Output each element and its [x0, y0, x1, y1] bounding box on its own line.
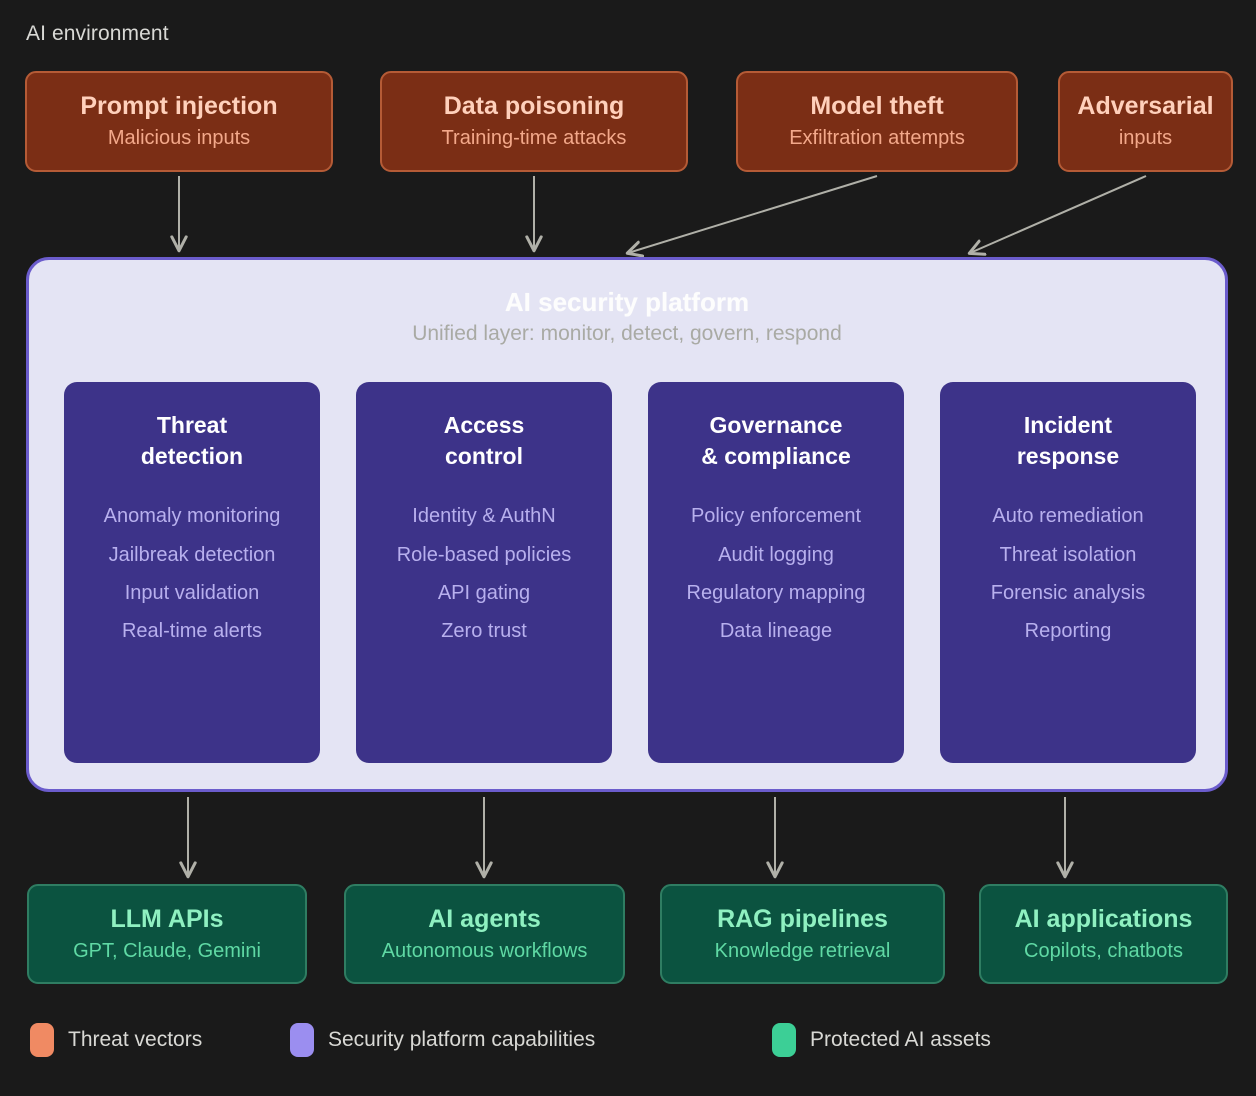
threat-subtitle: inputs: [1118, 127, 1173, 149]
environment-label: AI environment: [26, 22, 169, 45]
threat-subtitle: Malicious inputs: [107, 127, 251, 149]
asset-subtitle: Knowledge retrieval: [714, 939, 891, 962]
threat-title: Adversarial: [1077, 92, 1214, 120]
capability-item: Real-time alerts: [121, 620, 263, 643]
capability-item: Input validation: [124, 581, 260, 604]
capability-item: Threat isolation: [999, 543, 1137, 566]
platform-subtitle: Unified layer: monitor, detect, govern, …: [412, 322, 842, 345]
capability-item: Jailbreak detection: [108, 543, 276, 566]
capability-title: Access control: [443, 412, 525, 469]
legend-item-protected-ai-assets: Protected AI assets: [772, 1023, 991, 1057]
legend-swatch-icon: [772, 1023, 796, 1057]
ai-security-platform-container: AI security platform Unified layer: moni…: [26, 257, 1228, 792]
legend-item-security-platform-capabilities: Security platform capabilities: [290, 1023, 595, 1057]
capability-title: Incident response: [1016, 412, 1120, 469]
asset-subtitle: Autonomous workflows: [381, 939, 588, 962]
capability-item: API gating: [437, 581, 531, 604]
arrow-model-theft-to-platform: [628, 175, 878, 253]
capability-item: Anomaly monitoring: [103, 505, 281, 528]
legend-swatch-icon: [30, 1023, 54, 1057]
capability-item: Forensic analysis: [990, 581, 1146, 604]
asset-title: AI agents: [428, 904, 541, 933]
capability-item: Zero trust: [441, 620, 527, 643]
capability-item: Role-based policies: [396, 543, 572, 566]
legend-label: Security platform capabilities: [328, 1028, 596, 1051]
platform-title: AI security platform: [504, 287, 750, 317]
asset-title: LLM APIs: [110, 904, 224, 933]
asset-subtitle: GPT, Claude, Gemini: [73, 939, 261, 962]
capability-title: Governance & compliance: [701, 412, 851, 469]
threat-title: Model theft: [810, 92, 944, 120]
asset-subtitle: Copilots, chatbots: [1024, 939, 1183, 962]
legend-item-threat-vectors: Threat vectors: [30, 1023, 202, 1057]
threat-subtitle: Exfiltration attempts: [789, 127, 965, 149]
capability-item: Audit logging: [718, 543, 834, 566]
capability-item: Reporting: [1024, 620, 1112, 643]
asset-title: AI applications: [1014, 904, 1193, 933]
capability-item: Regulatory mapping: [686, 581, 866, 604]
asset-title: RAG pipelines: [717, 904, 888, 933]
threat-box-adversarial: Adversarial inputs: [1058, 71, 1233, 172]
capability-title: Threat detection: [140, 412, 244, 469]
arrow-adversarial-inputs-to-platform: [970, 175, 1147, 253]
capability-item: Data lineage: [719, 620, 833, 643]
capability-item: Identity & AuthN: [412, 505, 556, 528]
legend-swatch-icon: [290, 1023, 314, 1057]
legend: Threat vectors Security platform capabili…: [0, 1018, 1256, 1070]
capability-item: Auto remediation: [992, 505, 1144, 528]
capability-item: Policy enforcement: [690, 505, 862, 528]
legend-label: Threat vectors: [68, 1028, 203, 1051]
threat-title: Prompt injection: [80, 92, 278, 120]
legend-label: Protected AI assets: [810, 1028, 991, 1051]
threat-title: Data poisoning: [443, 92, 625, 120]
threat-subtitle: Training-time attacks: [441, 127, 627, 149]
